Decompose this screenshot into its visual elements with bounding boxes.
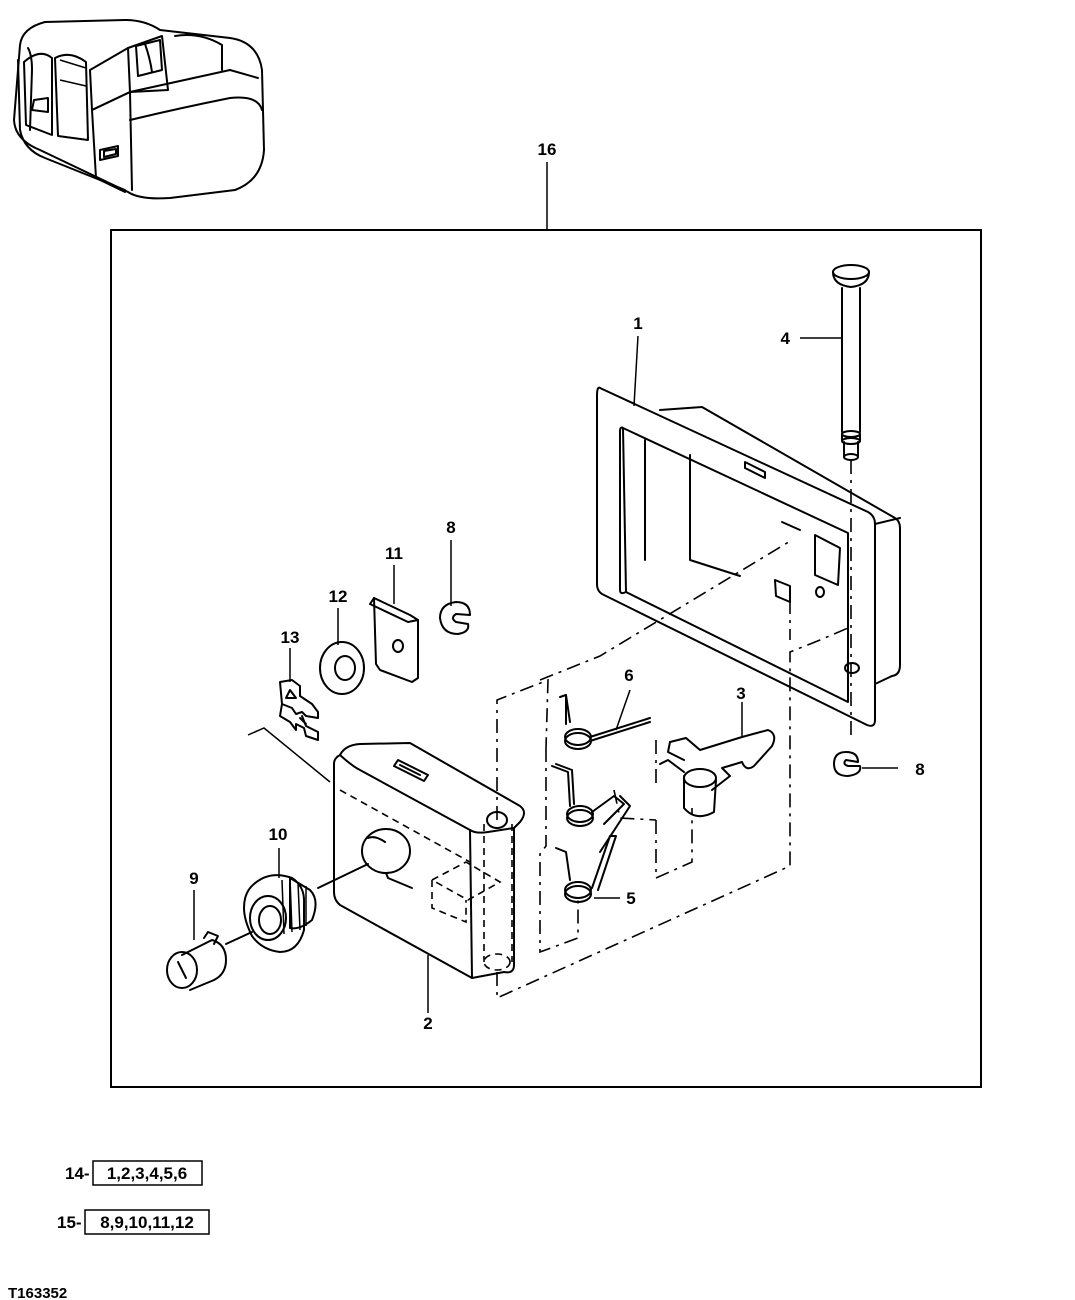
callout-8-upper: 8 [446,518,455,537]
part-8-e-ring-lower [833,751,898,777]
callout-10: 10 [269,825,288,844]
part-3-latch [659,702,776,818]
part-10-lock-cylinder-housing [243,848,317,953]
kit-15-box [84,1209,210,1235]
callout-8-lower: 8 [915,760,924,779]
part-6-torsion-spring [559,689,651,750]
callout-12: 12 [329,587,348,606]
callout-2: 2 [423,1014,432,1033]
callout-11: 11 [385,544,403,563]
part-4-pin [800,264,870,461]
kit-15-contents: 8,9,10,11,12 [100,1213,194,1232]
callout-4: 4 [781,329,791,348]
part-8-e-ring-upper [439,540,471,635]
part-12-washer [319,608,365,695]
part-13-spring-clip [279,648,319,741]
kit-15: 15- 8,9,10,11,12 [57,1209,210,1235]
kit-14-number: 14- [65,1164,90,1183]
assembly-frame [110,229,982,1088]
kit-14: 14- 1,2,3,4,5,6 [65,1160,203,1186]
machine-locator-illustration [13,19,265,200]
part-2-lock-body [333,742,525,1013]
reference-id: T163352 [8,1285,67,1300]
part-11-plate [369,565,419,683]
part-9-key-cylinder [166,890,227,991]
kit-14-contents: 1,2,3,4,5,6 [107,1164,187,1183]
kit-15-number: 15- [57,1213,82,1232]
callout-5: 5 [626,889,635,908]
callout-16: 16 [538,140,557,159]
callout-1: 1 [633,314,642,333]
callout-13: 13 [281,628,300,647]
middle-spring [551,763,631,853]
callout-3: 3 [736,684,745,703]
part-5-spring [555,835,620,903]
kit-14-box [92,1160,203,1186]
callout-6: 6 [624,666,633,685]
callout-9: 9 [189,869,198,888]
part-1-handle-housing [596,386,901,727]
